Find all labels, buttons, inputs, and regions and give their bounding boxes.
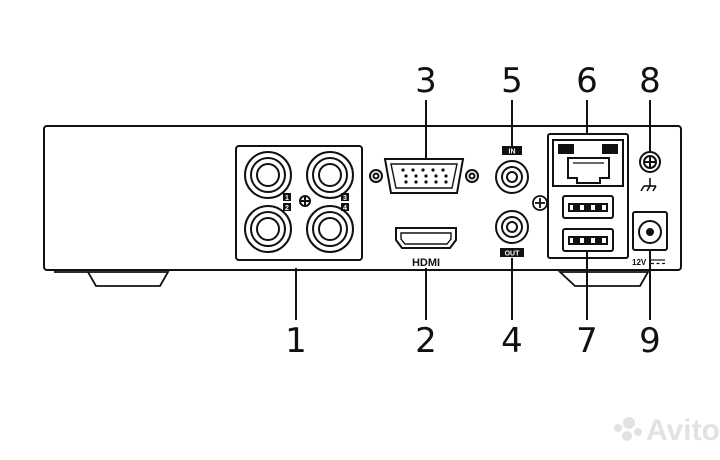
callout-3: 3 — [415, 61, 437, 101]
usb-port-bottom — [562, 228, 614, 252]
vga-screw-left-icon — [369, 169, 383, 183]
callout-7: 7 — [576, 321, 598, 361]
audio-out-label: OUT — [505, 251, 521, 258]
callout-1: 1 — [285, 321, 307, 361]
bnc-connector-2 — [244, 205, 292, 253]
hdmi-label: HDMI — [412, 257, 440, 269]
vga-pins — [401, 168, 448, 184]
vga-screw-right-icon — [465, 169, 479, 183]
callout-2: 2 — [415, 321, 437, 361]
ground-terminal-icon — [639, 151, 661, 173]
rj45-ethernet-port — [552, 139, 624, 187]
audio-in-rca-jack — [495, 160, 529, 194]
avito-logo-icon — [614, 417, 642, 441]
panel-screw-icon — [532, 195, 548, 211]
callout-leader-lines — [295, 100, 651, 320]
ground-symbol-icon — [640, 178, 657, 192]
callout-8: 8 — [639, 61, 661, 101]
callout-4: 4 — [501, 321, 523, 361]
bnc-center-screw-icon — [299, 195, 311, 207]
callout-5: 5 — [501, 61, 523, 101]
bnc-connector-1 — [244, 151, 292, 199]
bnc-ch2-label: 2 — [285, 205, 289, 212]
bnc-connector-3 — [306, 151, 354, 199]
bnc-connector-4 — [306, 205, 354, 253]
audio-out-label-box — [500, 248, 524, 257]
callout-9: 9 — [639, 321, 661, 361]
watermark-text: Avito — [646, 414, 720, 447]
avito-watermark: Avito — [614, 414, 720, 447]
dc-symbol-icon — [651, 259, 665, 265]
power-12v-label: 12V — [632, 258, 647, 267]
device-body — [43, 125, 682, 287]
bnc-video-input-panel — [235, 145, 363, 261]
audio-out-rca-jack — [495, 210, 529, 244]
dc-power-jack — [632, 211, 668, 251]
usb-port-top — [562, 195, 614, 219]
audio-in-label: IN — [509, 149, 516, 156]
bnc-ch3-label: 3 — [343, 195, 347, 202]
audio-in-label-box — [502, 146, 522, 155]
callout-6: 6 — [576, 61, 598, 101]
bnc-ch4-label: 4 — [343, 205, 347, 212]
bnc-channel-labels: 1 2 3 4 — [283, 193, 349, 212]
hdmi-port — [395, 227, 457, 249]
vga-port — [369, 158, 479, 194]
bnc-ch1-label: 1 — [285, 195, 289, 202]
callout-numbers: 3 5 6 8 1 2 4 7 9 — [285, 61, 661, 361]
